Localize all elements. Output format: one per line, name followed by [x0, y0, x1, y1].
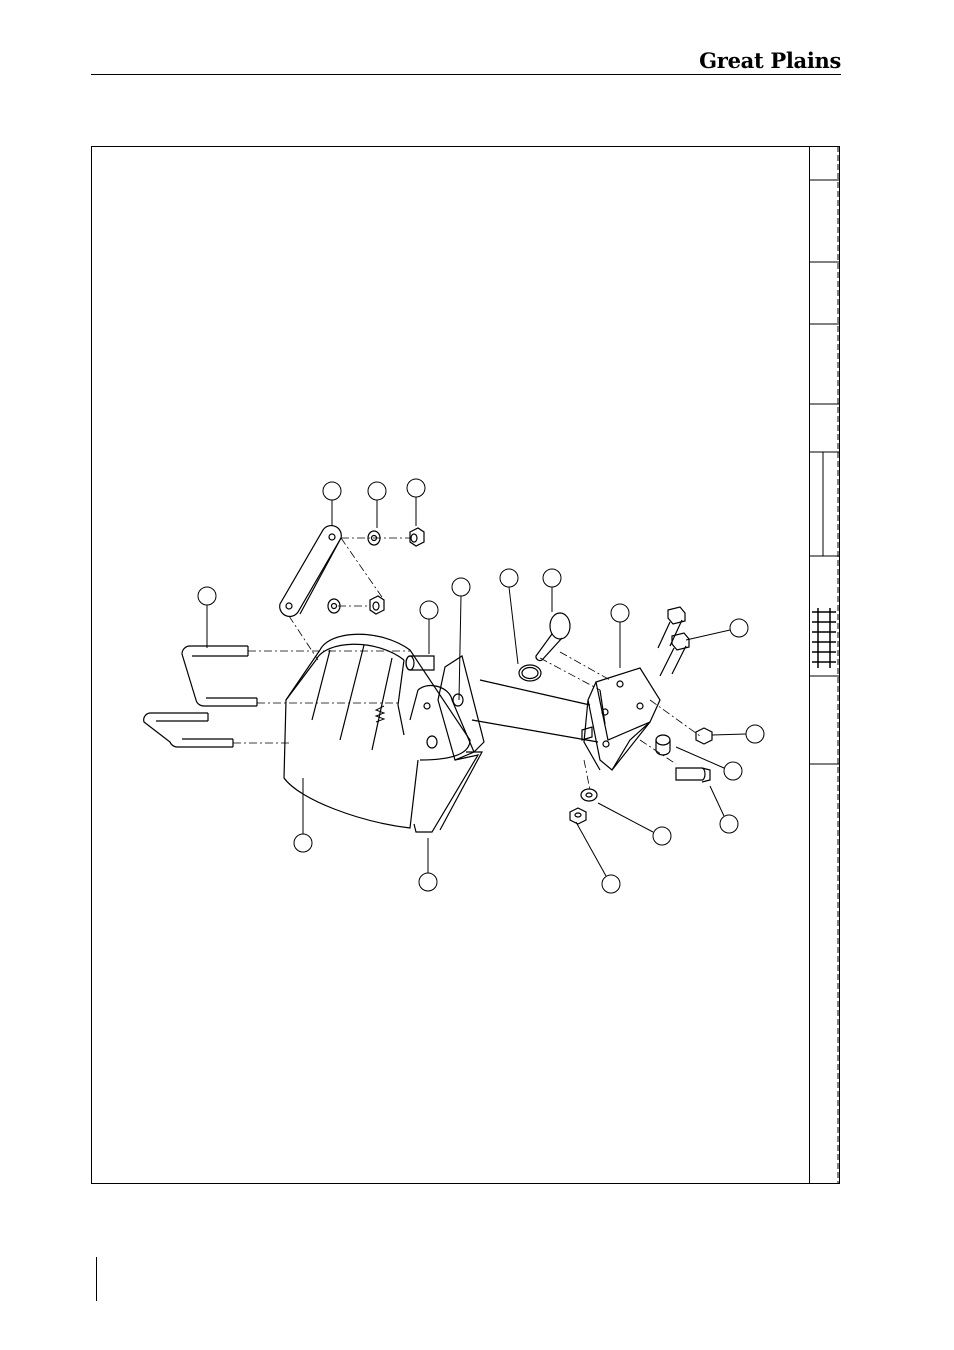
nut-bottom — [570, 808, 586, 824]
callout-8 — [543, 569, 561, 587]
callout-2 — [368, 482, 386, 500]
callout-12 — [724, 762, 742, 780]
clevis-pin — [536, 613, 570, 661]
callout-4 — [198, 587, 216, 605]
callout-5 — [420, 601, 438, 619]
clamp-bracket — [284, 634, 470, 828]
bolt-pin-left — [406, 656, 434, 670]
callout-6 — [452, 578, 470, 596]
nut-top — [410, 528, 424, 546]
title-block-dividers — [809, 146, 840, 1184]
page-margin-rule — [96, 1257, 97, 1301]
title-block-mark — [812, 608, 836, 668]
link-bar — [280, 526, 342, 617]
nut-lower — [370, 596, 384, 614]
callout-bubbles — [198, 479, 764, 893]
callout-14 — [653, 827, 671, 845]
callout-3 — [407, 479, 425, 497]
callout-7 — [500, 569, 518, 587]
snap-ring — [519, 665, 541, 681]
nut-right — [696, 728, 712, 744]
hex-bolt-lower — [660, 633, 689, 676]
callout-15 — [602, 875, 620, 893]
callout-10 — [730, 619, 748, 637]
callout-16 — [419, 873, 437, 891]
washer-bottom — [581, 789, 597, 801]
callout-11 — [746, 725, 764, 743]
tube — [472, 680, 598, 742]
callout-13 — [720, 815, 738, 833]
mount-plate — [410, 656, 484, 832]
hitch-bracket — [582, 668, 660, 770]
callout-9 — [611, 604, 629, 622]
u-bolt-upper — [182, 646, 257, 706]
callout-17 — [294, 834, 312, 852]
callout-1 — [323, 482, 341, 500]
shoulder-bolt — [676, 768, 710, 782]
u-bolt-lower — [144, 713, 233, 747]
